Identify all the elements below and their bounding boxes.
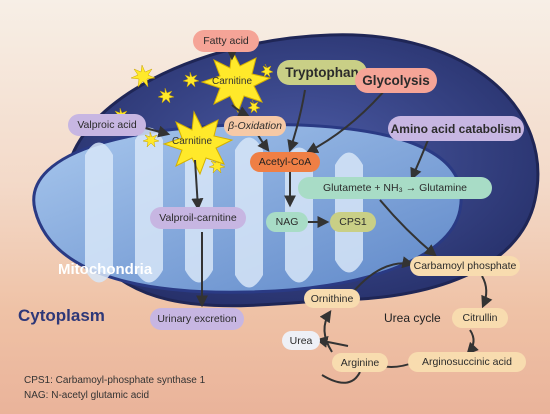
mitochondria-label: Mitochondria [58,261,153,278]
tryptophan-node: Tryptophan [277,60,367,85]
legend-cps1: CPS1: Carbamoyl-phosphate synthase 1 [24,375,206,386]
valproic-acid-node: Valproic acid [68,114,146,136]
cps1-node: CPS1 [330,212,376,232]
glutamine-reaction-node: Glutamete + NH₃ → Glutamine [298,177,492,199]
fatty-acid-node: Fatty acid [193,30,259,52]
argininosuccinic-acid-node: Arginosuccinic acid [408,352,526,372]
carbamoyl-phosphate-node: Carbamoyl phosphate [410,256,520,276]
nag-node: NAG [266,212,308,232]
carnitine-2-label: Carnitine [172,136,213,147]
acetyl-coa-node: Acetyl-CoA [250,152,320,172]
beta-oxidation-node: β-Oxidation [224,116,286,136]
glycolysis-node: Glycolysis [355,68,437,93]
amino-acid-catabolism-node: Amino acid catabolism [388,116,524,141]
urea-cycle-arrows [321,371,361,384]
legend-nag: NAG: N-acetyl glutamic acid [24,390,150,401]
citrullin-node: Citrullin [452,308,508,328]
carnitine-burst-2 [162,110,234,176]
urea-node: Urea [282,331,320,350]
ornithine-node: Ornithine [304,289,360,308]
arginine-node: Arginine [332,353,388,372]
valproil-carnitine-node: Valproil-carnitine [150,207,246,229]
urinary-excretion-node: Urinary excretion [150,308,244,330]
cytoplasm-label: Cytoplasm [18,306,105,325]
urea-cycle-label: Urea cycle [384,311,441,325]
carnitine-1-label: Carnitine [212,76,253,87]
